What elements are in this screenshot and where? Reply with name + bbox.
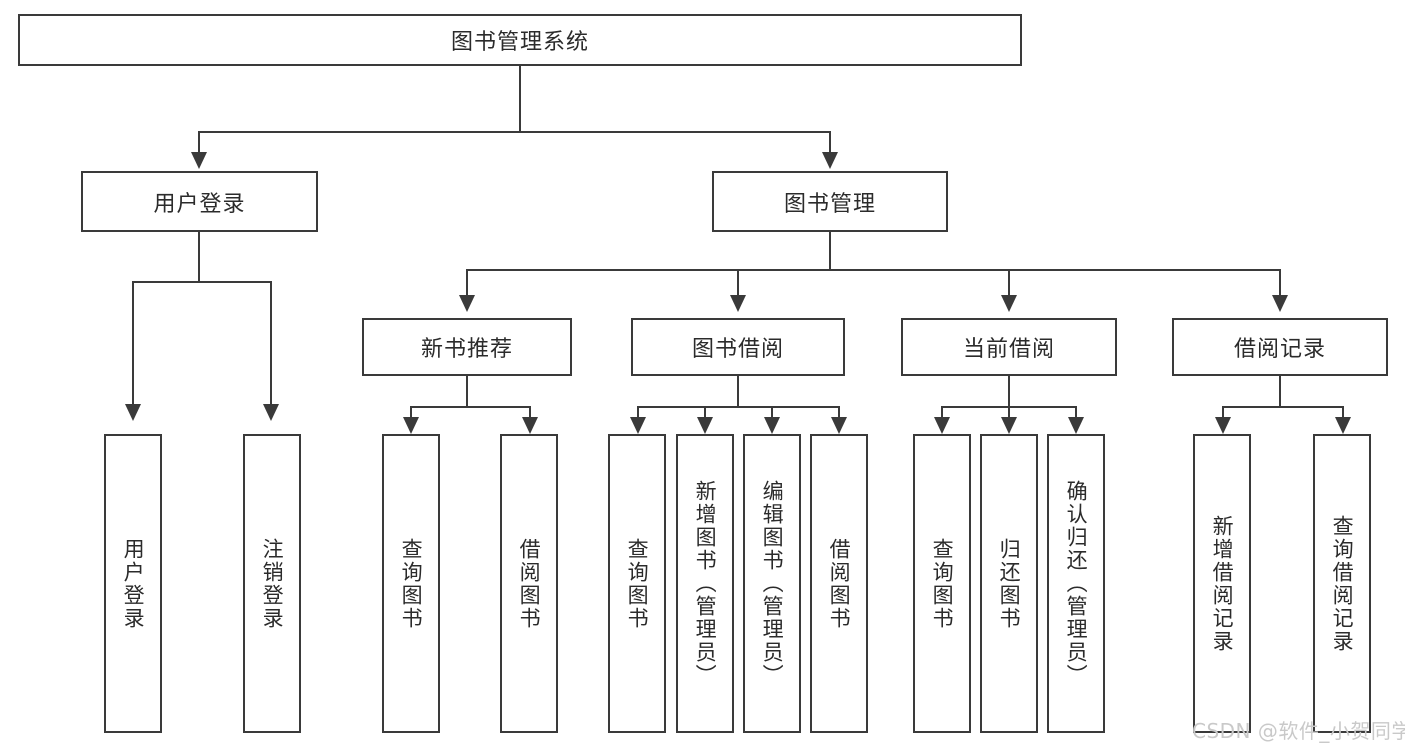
node-borrow-record[interactable]: 借阅记录 xyxy=(1172,318,1388,376)
arrow-bm-to-current-borrow xyxy=(1001,295,1017,312)
arrow-br-to-leaf-1 xyxy=(1215,417,1231,434)
connector-bm-to-current-borrow xyxy=(1008,269,1011,297)
arrow-user-login-to-leaf-2 xyxy=(263,404,279,421)
leaf-borrow-book-2[interactable]: 借阅图书 xyxy=(810,434,868,733)
node-book-management[interactable]: 图书管理 xyxy=(712,171,948,232)
connector-book-borrow-stem xyxy=(737,376,740,408)
connector-borrow-record-stem xyxy=(1279,376,1282,408)
leaf-query-book-1-label: 查询图书 xyxy=(399,537,424,630)
node-new-book-recommend-label: 新书推荐 xyxy=(420,337,513,362)
connector-root-stem xyxy=(519,66,522,132)
arrow-bm-to-new-book xyxy=(459,295,475,312)
arrow-cb-to-leaf-1 xyxy=(934,417,950,434)
arrow-bb-to-leaf-1 xyxy=(630,417,646,434)
connector-cb-to-leaf-2 xyxy=(1008,406,1011,419)
leaf-edit-book-admin-label: 编辑图书（管理员） xyxy=(760,480,785,687)
connector-bb-to-leaf-3 xyxy=(771,406,774,419)
arrow-root-to-book-management xyxy=(822,152,838,169)
leaf-borrow-book-1-label: 借阅图书 xyxy=(517,537,542,630)
connector-user-login-to-leaf-1 xyxy=(132,281,135,406)
node-current-borrow-label: 当前借阅 xyxy=(962,337,1055,362)
connector-root-to-user-login xyxy=(198,131,201,155)
csdn-watermark: CSDN @软件_小贺同学 xyxy=(1192,719,1405,743)
connector-user-login-bus xyxy=(132,281,272,284)
node-root-system[interactable]: 图书管理系统 xyxy=(18,14,1022,66)
leaf-edit-book-admin[interactable]: 编辑图书（管理员） xyxy=(743,434,801,733)
leaf-add-book-admin[interactable]: 新增图书（管理员） xyxy=(676,434,734,733)
leaf-user-login-label: 用户登录 xyxy=(121,537,146,630)
leaf-query-book-2-label: 查询图书 xyxy=(625,537,650,630)
connector-book-management-stem xyxy=(829,232,832,271)
connector-user-login-to-leaf-2 xyxy=(270,281,273,406)
connector-nb-to-leaf-1 xyxy=(410,406,413,419)
arrow-bb-to-leaf-3 xyxy=(764,417,780,434)
connector-book-management-bus xyxy=(466,269,1281,272)
arrow-nb-to-leaf-1 xyxy=(403,417,419,434)
arrow-cb-to-leaf-2 xyxy=(1001,417,1017,434)
connector-new-book-stem xyxy=(466,376,469,408)
connector-new-book-bus xyxy=(410,406,531,409)
connector-root-bus xyxy=(198,131,831,134)
leaf-confirm-return-admin-label: 确认归还（管理员） xyxy=(1064,480,1089,687)
leaf-borrow-book-1[interactable]: 借阅图书 xyxy=(500,434,558,733)
leaf-logout-login-label: 注销登录 xyxy=(260,537,285,630)
leaf-query-book-1[interactable]: 查询图书 xyxy=(382,434,440,733)
connector-current-borrow-stem xyxy=(1008,376,1011,408)
leaf-add-borrow-record[interactable]: 新增借阅记录 xyxy=(1193,434,1251,733)
connector-br-to-leaf-1 xyxy=(1222,406,1225,419)
node-book-borrow[interactable]: 图书借阅 xyxy=(631,318,845,376)
leaf-return-book[interactable]: 归还图书 xyxy=(980,434,1038,733)
connector-bm-to-new-book xyxy=(466,269,469,297)
arrow-bm-to-borrow-record xyxy=(1272,295,1288,312)
leaf-borrow-book-2-label: 借阅图书 xyxy=(827,537,852,630)
arrow-bm-to-book-borrow xyxy=(730,295,746,312)
leaf-return-book-label: 归还图书 xyxy=(997,537,1022,630)
node-borrow-record-label: 借阅记录 xyxy=(1233,337,1326,362)
connector-cb-to-leaf-3 xyxy=(1075,406,1078,419)
arrow-bb-to-leaf-4 xyxy=(831,417,847,434)
connector-bm-to-book-borrow xyxy=(737,269,740,297)
node-book-management-label: 图书管理 xyxy=(783,191,876,217)
node-root-label: 图书管理系统 xyxy=(450,30,589,55)
connector-borrow-record-bus xyxy=(1222,406,1344,409)
connector-nb-to-leaf-2 xyxy=(529,406,532,419)
leaf-user-login[interactable]: 用户登录 xyxy=(104,434,162,733)
leaf-query-book-2[interactable]: 查询图书 xyxy=(608,434,666,733)
leaf-add-borrow-record-label: 新增借阅记录 xyxy=(1210,514,1235,653)
arrow-br-to-leaf-2 xyxy=(1335,417,1351,434)
arrow-cb-to-leaf-3 xyxy=(1068,417,1084,434)
node-book-borrow-label: 图书借阅 xyxy=(691,337,784,362)
arrow-user-login-to-leaf-1 xyxy=(125,404,141,421)
leaf-query-borrow-record-label: 查询借阅记录 xyxy=(1330,514,1355,653)
leaf-query-borrow-record[interactable]: 查询借阅记录 xyxy=(1313,434,1371,733)
node-user-login-label: 用户登录 xyxy=(153,191,246,217)
arrow-nb-to-leaf-2 xyxy=(522,417,538,434)
node-current-borrow[interactable]: 当前借阅 xyxy=(901,318,1117,376)
leaf-confirm-return-admin[interactable]: 确认归还（管理员） xyxy=(1047,434,1105,733)
leaf-query-book-3[interactable]: 查询图书 xyxy=(913,434,971,733)
connector-bb-to-leaf-2 xyxy=(704,406,707,419)
connector-bb-to-leaf-1 xyxy=(637,406,640,419)
leaf-add-book-admin-label: 新增图书（管理员） xyxy=(693,480,718,687)
connector-bb-to-leaf-4 xyxy=(838,406,841,419)
leaf-logout-login[interactable]: 注销登录 xyxy=(243,434,301,733)
connector-br-to-leaf-2 xyxy=(1342,406,1345,419)
arrow-bb-to-leaf-2 xyxy=(697,417,713,434)
connector-user-login-stem xyxy=(198,232,201,283)
connector-cb-to-leaf-1 xyxy=(941,406,944,419)
connector-root-to-book-management xyxy=(829,131,832,155)
node-user-login[interactable]: 用户登录 xyxy=(81,171,318,232)
connector-book-borrow-bus xyxy=(637,406,839,409)
node-new-book-recommend[interactable]: 新书推荐 xyxy=(362,318,572,376)
arrow-root-to-user-login xyxy=(191,152,207,169)
connector-bm-to-borrow-record xyxy=(1279,269,1282,297)
leaf-query-book-3-label: 查询图书 xyxy=(930,537,955,630)
